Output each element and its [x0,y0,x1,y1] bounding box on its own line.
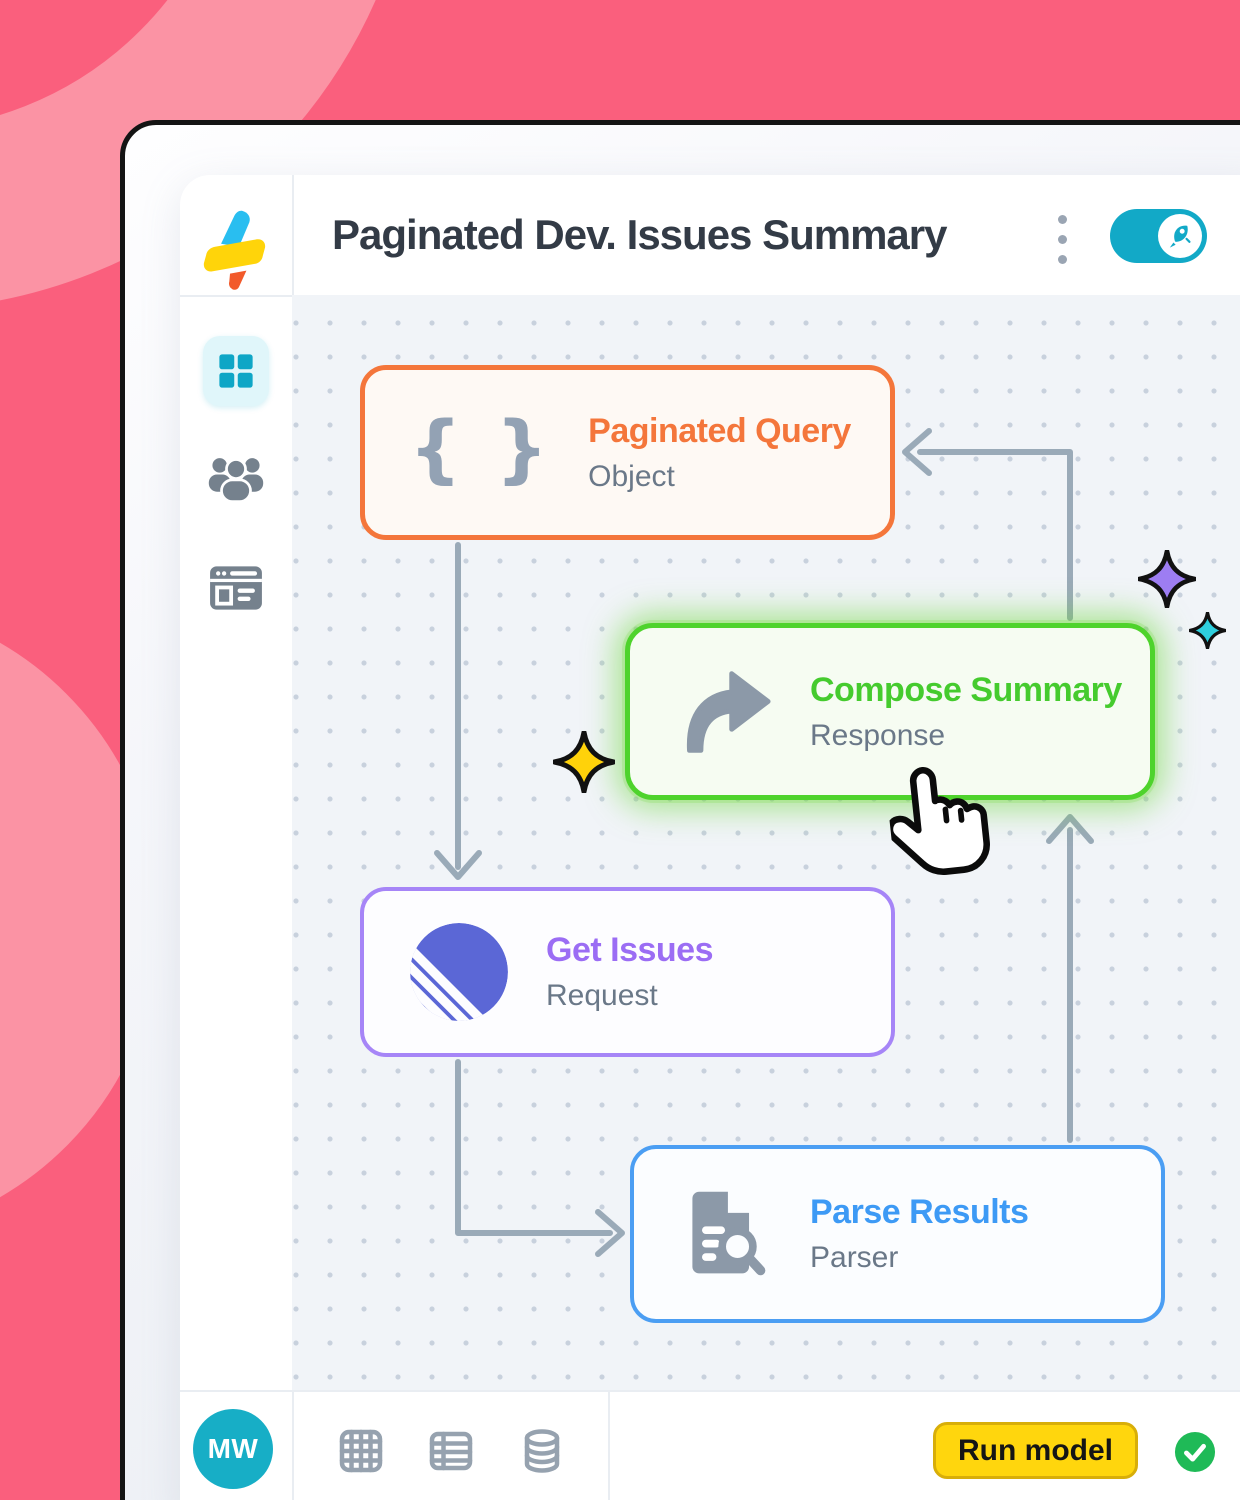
sidebar-item-team[interactable] [207,453,265,505]
node-compose-summary[interactable]: Compose Summary Response [625,623,1155,800]
run-model-button[interactable]: Run model [933,1422,1138,1479]
node-subtitle: Object [588,459,675,493]
publish-toggle[interactable] [1110,209,1207,263]
app-panel: Paginated Dev. Issues Summary [180,175,1240,1500]
node-get-issues[interactable]: Get Issues Request [360,887,895,1057]
app-logo[interactable] [195,208,271,290]
node-connectors [434,428,1094,1257]
sidebar-item-boards[interactable] [203,336,269,406]
document-search-icon [692,1189,766,1276]
linear-logo-icon [410,923,508,1021]
rocket-icon [1169,225,1191,248]
sparkle-star-purple [1138,550,1196,608]
users-icon [208,458,264,504]
toggle-knob [1158,214,1202,258]
node-paginated-query[interactable]: { } Paginated Query Object [360,365,895,540]
success-check-icon [1174,1431,1216,1473]
user-avatar[interactable]: MW [193,1409,273,1489]
sparkle-star-yellow [553,731,615,793]
table-view-icon[interactable] [427,1427,475,1475]
edge-issues-to-parse [455,1059,613,1236]
sparkle-star-cyan [1189,612,1226,649]
node-title: Parse Results [810,1193,1029,1231]
database-icon[interactable] [518,1427,566,1475]
curly-braces-icon: { } [409,405,553,492]
app-window: Paginated Dev. Issues Summary [120,120,1240,1500]
node-title: Get Issues [546,931,713,969]
bottom-toolbar: MW [180,1390,1240,1500]
edge-compose-to-query [917,449,1073,621]
grid-view-icon[interactable] [337,1427,385,1475]
node-subtitle: Request [546,979,658,1012]
kebab-menu-icon[interactable] [1052,209,1074,265]
node-subtitle: Response [810,718,946,752]
sidebar-item-pages[interactable] [209,565,263,613]
grid-2x2-icon [219,354,253,388]
node-parse-results[interactable]: Parse Results Parser [630,1145,1165,1323]
node-title: Paginated Query [588,411,851,450]
browser-window-icon [210,566,262,610]
forward-arrow-icon [687,670,771,753]
node-subtitle: Parser [810,1241,899,1274]
workflow-canvas[interactable]: { } Paginated Query Object Compose Summa… [292,295,1240,1390]
hand-pointer-cursor [886,766,990,876]
footer-divider [608,1392,610,1500]
node-title: Compose Summary [810,670,1122,709]
page-title: Paginated Dev. Issues Summary [332,211,947,258]
footer-divider [292,1392,294,1500]
